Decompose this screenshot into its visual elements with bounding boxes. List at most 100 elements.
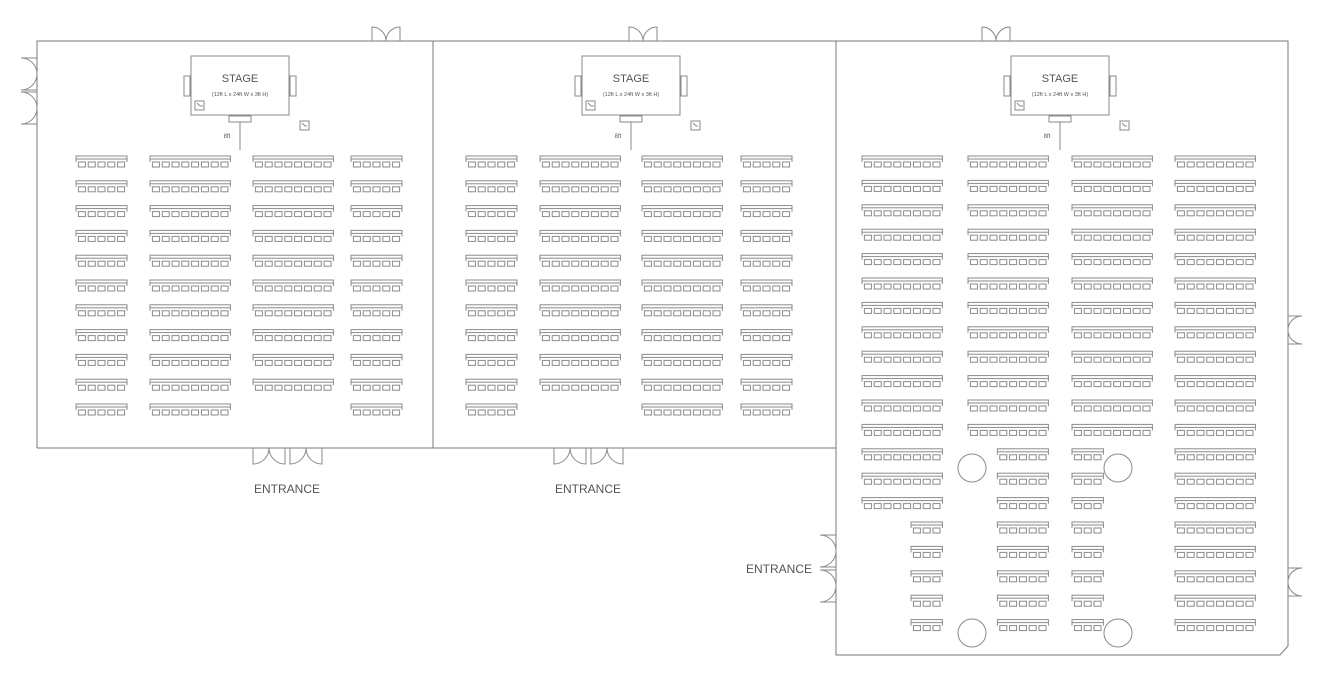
seat-row [996, 497, 1049, 510]
chair [191, 260, 200, 267]
door [590, 447, 624, 465]
chair [497, 260, 506, 267]
seat-row [1174, 521, 1256, 534]
chair [323, 359, 332, 366]
chair [303, 310, 312, 317]
chair [487, 409, 496, 416]
chair [477, 409, 486, 416]
chair [1196, 283, 1205, 290]
table [539, 353, 621, 358]
chair [507, 409, 516, 416]
chair [683, 359, 692, 366]
chair [254, 335, 263, 342]
chair [497, 310, 506, 317]
chair [1093, 356, 1102, 363]
chair [467, 235, 476, 242]
chair [1142, 381, 1151, 388]
chair [1018, 381, 1027, 388]
chair [999, 283, 1008, 290]
chair [210, 186, 219, 193]
table [465, 205, 518, 210]
chair [1083, 356, 1092, 363]
chair [782, 161, 791, 168]
chair [1235, 503, 1244, 510]
seat-row [252, 205, 334, 218]
chair [590, 359, 599, 366]
chair [210, 409, 219, 416]
table [539, 329, 621, 334]
chair [1113, 332, 1122, 339]
seat-row [539, 180, 621, 193]
lectern [1048, 115, 1072, 123]
table [350, 304, 403, 309]
chair [392, 335, 401, 342]
chair [171, 310, 180, 317]
chair [1196, 454, 1205, 461]
table [1174, 253, 1256, 258]
chair [1142, 332, 1151, 339]
seat-row [641, 180, 723, 193]
chair [1245, 161, 1254, 168]
chair [1216, 527, 1225, 534]
table [75, 155, 128, 160]
chair [903, 259, 912, 266]
chair [692, 359, 701, 366]
chair [161, 409, 170, 416]
chair [1018, 478, 1027, 485]
seat-row [1071, 423, 1153, 436]
chair [692, 235, 701, 242]
chair [883, 307, 892, 314]
chair [873, 454, 882, 461]
chair [1186, 283, 1195, 290]
chair [590, 384, 599, 391]
chair [313, 359, 322, 366]
table [740, 403, 793, 408]
chair [863, 405, 872, 412]
chair [1028, 405, 1037, 412]
table [149, 155, 231, 160]
table [967, 204, 1049, 209]
chair [107, 161, 116, 168]
chair [1245, 429, 1254, 436]
chair [97, 335, 106, 342]
chair [1176, 161, 1185, 168]
room-3-outline [835, 40, 1289, 656]
chair [352, 384, 361, 391]
chair [653, 335, 662, 342]
chair [551, 310, 560, 317]
seat-row [350, 279, 403, 292]
seat-row [861, 204, 943, 217]
chair [782, 310, 791, 317]
chair [893, 210, 902, 217]
table [861, 423, 943, 428]
chair [323, 285, 332, 292]
seat-row [967, 204, 1049, 217]
chair [912, 478, 921, 485]
seat-row [149, 180, 231, 193]
seat-row [641, 229, 723, 242]
chair [912, 356, 921, 363]
table [641, 180, 723, 185]
chair [487, 211, 496, 218]
chair [467, 161, 476, 168]
chair [264, 161, 273, 168]
chair [863, 259, 872, 266]
chair [683, 211, 692, 218]
chair [1196, 576, 1205, 583]
table [465, 155, 518, 160]
seat-row [740, 304, 793, 317]
table [539, 155, 621, 160]
chair [1196, 527, 1205, 534]
chair [1103, 429, 1112, 436]
chair [1028, 429, 1037, 436]
chair [873, 478, 882, 485]
chair [1038, 210, 1047, 217]
seat-row [996, 570, 1049, 583]
chair [752, 310, 761, 317]
chair [1142, 234, 1151, 241]
chair [1018, 600, 1027, 607]
table [75, 378, 128, 383]
chair [477, 285, 486, 292]
chair [1206, 161, 1215, 168]
chair [772, 260, 781, 267]
